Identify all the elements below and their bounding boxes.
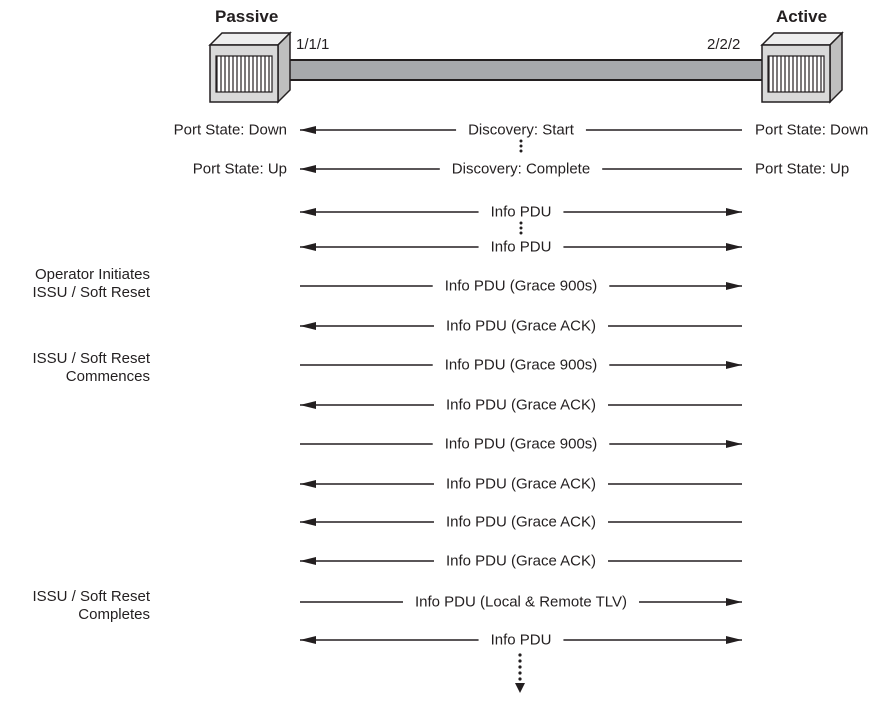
message-arrow: Info PDU (Local & Remote TLV) [300, 594, 742, 611]
active-port-label: 2/2/2 [707, 36, 740, 54]
message-label: Info PDU [491, 632, 552, 649]
passive-port-label: 1/1/1 [296, 36, 329, 54]
message-label: Info PDU [491, 204, 552, 221]
message-label: Info PDU [491, 239, 552, 256]
left-port-state: Port State: Up [193, 161, 287, 178]
message-arrow: Info PDU (Grace 900s) [300, 436, 742, 453]
ellipsis-dots [520, 222, 523, 235]
message-label: Info PDU (Grace ACK) [446, 397, 596, 414]
message-label: Info PDU (Grace 900s) [445, 278, 598, 295]
message-arrow: Info PDU (Grace 900s) [300, 357, 742, 374]
message-label: Info PDU (Local & Remote TLV) [415, 594, 627, 611]
message-arrow: Info PDU [300, 632, 742, 649]
left-port-state: Port State: Down [174, 122, 287, 139]
message-label: Info PDU (Grace 900s) [445, 357, 598, 374]
passive-title: Passive [215, 8, 278, 26]
message-arrow: Info PDU [300, 239, 742, 256]
message-label: Info PDU (Grace ACK) [446, 553, 596, 570]
message-label: Info PDU (Grace ACK) [446, 476, 596, 493]
message-arrow: Discovery: Start Port State: Down Port Sta… [174, 122, 869, 139]
message-label: Discovery: Complete [452, 161, 590, 178]
active-device-icon [762, 33, 842, 102]
message-arrow: Info PDU (Grace 900s) [300, 278, 742, 295]
link-cable [270, 60, 780, 80]
message-arrow: Discovery: Complete Port State: Up Port St… [193, 161, 849, 178]
message-arrow: Info PDU [300, 204, 742, 221]
message-label: Info PDU (Grace ACK) [446, 514, 596, 531]
message-arrow: Info PDU (Grace ACK) [300, 318, 742, 335]
message-label: Info PDU (Grace ACK) [446, 318, 596, 335]
right-port-state: Port State: Up [755, 161, 849, 178]
continuation-arrow [515, 653, 525, 693]
right-port-state: Port State: Down [755, 122, 868, 139]
passive-device-icon [210, 33, 290, 102]
active-title: Active [776, 8, 827, 26]
message-arrow: Info PDU (Grace ACK) [300, 553, 742, 570]
message-arrow: Info PDU (Grace ACK) [300, 476, 742, 493]
message-label: Discovery: Start [468, 122, 575, 139]
message-label: Info PDU (Grace 900s) [445, 436, 598, 453]
message-arrow: Info PDU (Grace ACK) [300, 397, 742, 414]
message-arrow: Info PDU (Grace ACK) [300, 514, 742, 531]
ellipsis-dots [520, 140, 523, 153]
